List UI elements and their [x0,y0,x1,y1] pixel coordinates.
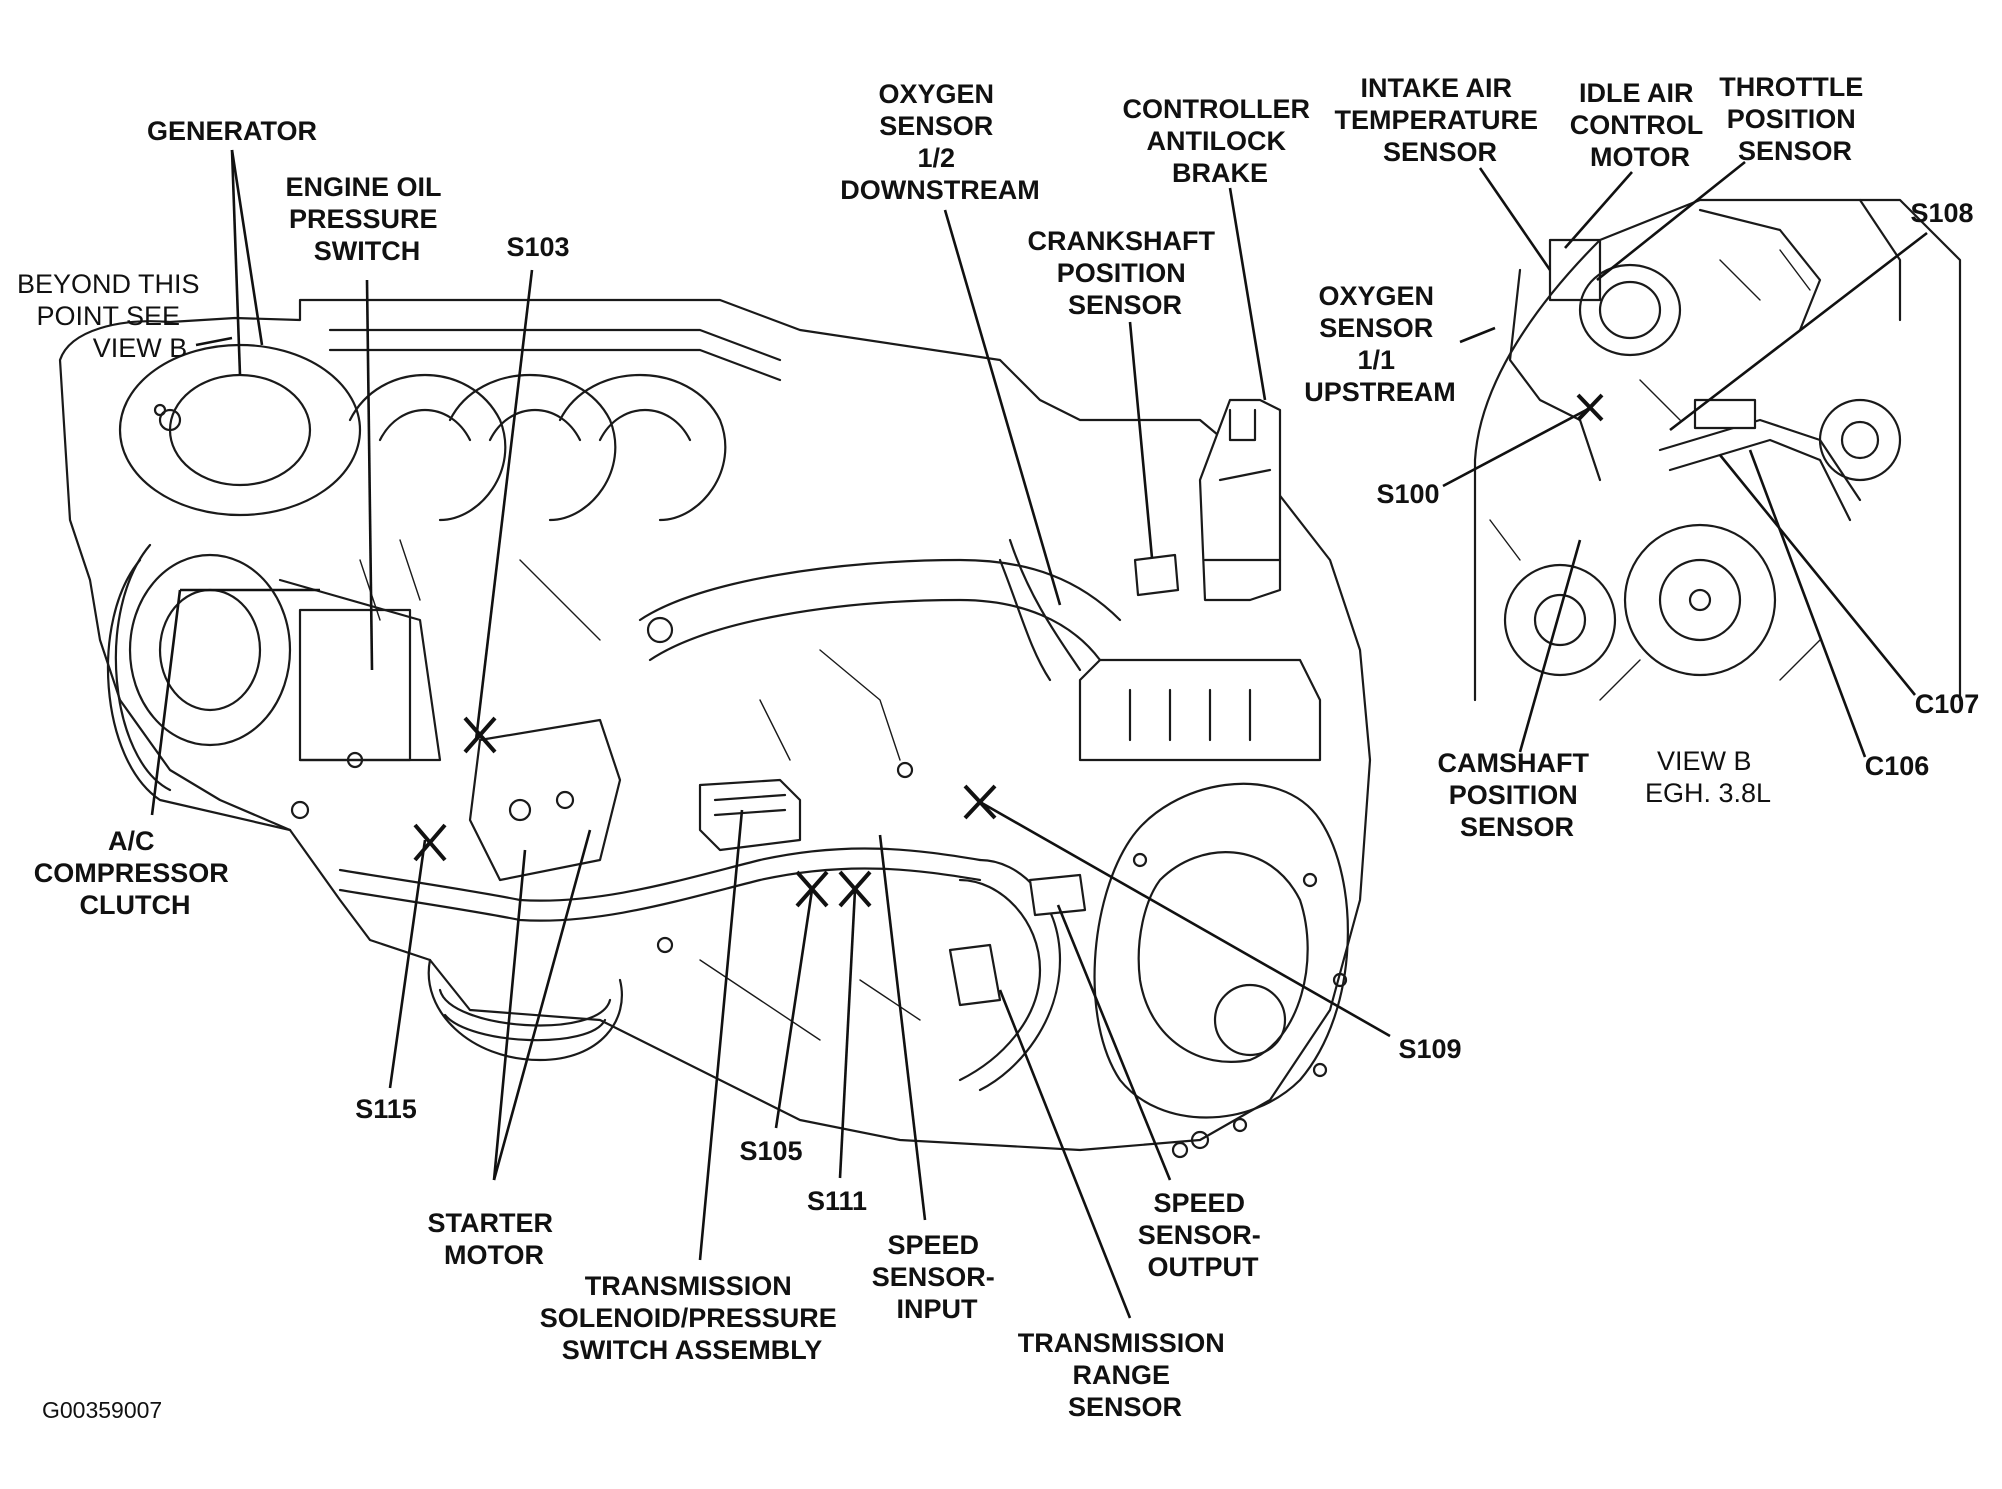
label-s100: S100 [1376,479,1439,509]
label-crankshaft-position-sensor: CRANKSHAFT POSITION SENSOR [1028,226,1223,320]
splice-s115-mark [413,823,447,862]
splice-s111-mark [838,870,872,908]
splice-s105-mark [795,870,829,908]
label-c107: C107 [1915,689,1980,719]
figure-code: G00359007 [42,1397,162,1423]
label-starter-motor: STARTER MOTOR [427,1208,560,1270]
splice-markers [413,393,1604,908]
label-s105: S105 [739,1136,802,1166]
leader-lines [150,149,1928,1319]
label-view-b: VIEW B EGH. 3.8L [1645,746,1771,808]
label-speed-sensor-input: SPEED SENSOR- INPUT [872,1230,1003,1324]
label-speed-sensor-output: SPEED SENSOR- OUTPUT [1138,1188,1269,1282]
label-intake-air-temperature-sensor: INTAKE AIR TEMPERATURE SENSOR [1334,73,1545,167]
label-idle-air-control-motor: IDLE AIR CONTROL MOTOR [1570,78,1711,172]
label-generator: GENERATOR [147,116,317,146]
label-throttle-position-sensor: THROTTLE POSITION SENSOR [1719,72,1871,166]
label-c106: C106 [1865,751,1930,781]
label-transmission-solenoid: TRANSMISSION SOLENOID/PRESSURE SWITCH AS… [540,1271,845,1365]
label-beyond-this-point: BEYOND THIS POINT SEE VIEW B [17,269,207,363]
label-oxygen-sensor-upstream: OXYGEN SENSOR 1/1 UPSTREAM [1304,281,1456,407]
splice-s100-mark [1576,393,1604,422]
label-ac-compressor-clutch: A/C COMPRESSOR CLUTCH [34,826,237,920]
label-s115: S115 [355,1094,417,1124]
view-b-drawing [1473,198,1962,702]
label-engine-oil-pressure-switch: ENGINE OIL PRESSURE SWITCH [285,172,448,266]
label-s111: S111 [807,1186,867,1216]
label-camshaft-position-sensor: CAMSHAFT POSITION SENSOR [1438,748,1597,842]
label-transmission-range-sensor: TRANSMISSION RANGE SENSOR [1018,1328,1233,1422]
label-s103: S103 [506,232,569,262]
callout-labels: GENERATOR ENGINE OIL PRESSURE SWITCH BEY… [17,72,1979,1423]
splice-s103-mark [463,716,497,754]
label-controller-antilock-brake: CONTROLLER ANTILOCK BRAKE [1123,94,1318,188]
label-s109: S109 [1398,1034,1461,1064]
main-engine-drawing [58,298,1372,1159]
label-s108: S108 [1910,198,1973,228]
label-oxygen-sensor-downstream: OXYGEN SENSOR 1/2 DOWNSTREAM [840,79,1039,205]
